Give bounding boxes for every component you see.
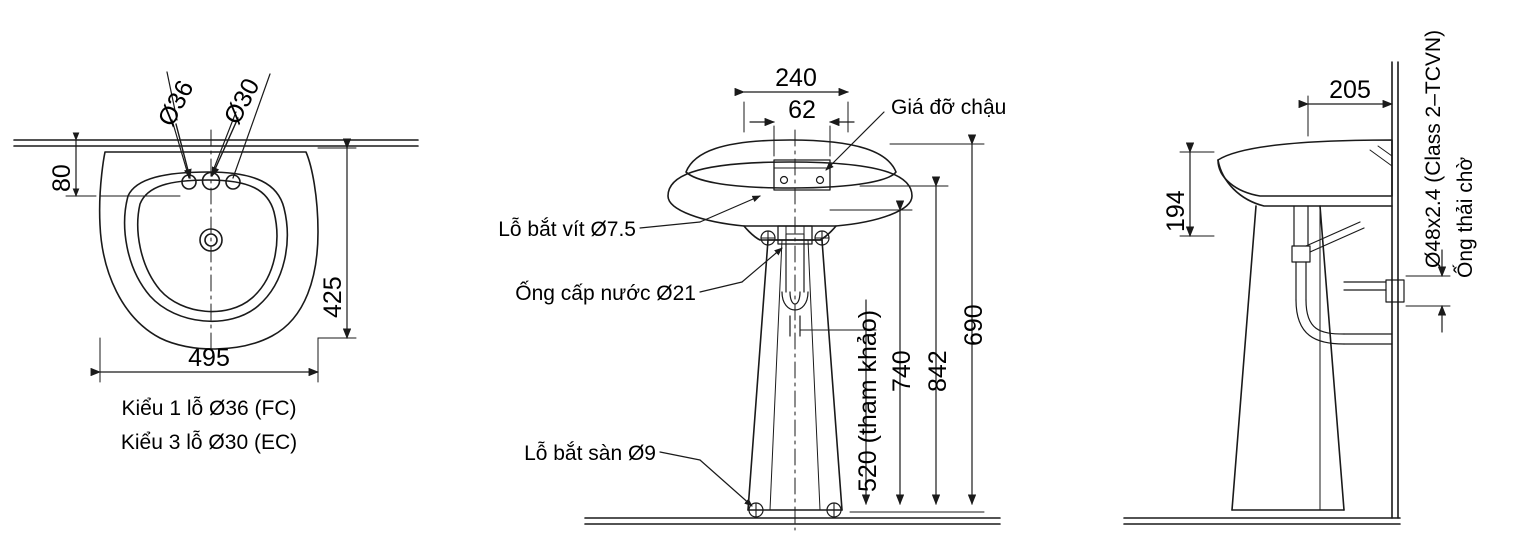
dim-width-240: 240 [775,64,817,92]
top-view-group [13,71,419,383]
label-floor-hole: Lỗ bắt sàn Ø9 [524,442,656,465]
dim-depth-205: 205 [1329,76,1371,104]
label-drain-ready: Ống thải chờ [1453,157,1477,278]
label-screw-hole: Lỗ bắt vít Ø7.5 [498,218,636,241]
side-view-group [1123,61,1451,525]
dim-depth-425: 425 [319,276,347,318]
label-basin-bracket: Giá đỡ chậu [891,96,1006,119]
front-view-group [584,87,1001,531]
dim-width-495: 495 [188,344,230,372]
dim-hole-dia-36: Ø36 [153,76,200,131]
label-waste-pipe: Ø48x2.4 (Class 2–TCVN) [1422,30,1445,268]
dim-height-842: 690 [960,304,988,346]
dim-height-194: 194 [1162,190,1190,232]
dim-height-690: 740 [888,350,916,392]
caption-3-hole: Kiểu 3 lỗ Ø30 (EC) [121,431,297,454]
dim-hole-dia-30: Ø30 [219,74,266,129]
label-water-supply: Ống cấp nước Ø21 [515,281,696,305]
dim-rim-depth-80: 80 [48,164,76,192]
dim-height-740: 842 [924,350,952,392]
dim-height-520-ref: 520 (tham khảo) [854,310,882,492]
caption-1-hole: Kiểu 1 lỗ Ø36 (FC) [121,397,296,420]
dim-width-62: 62 [788,96,816,124]
